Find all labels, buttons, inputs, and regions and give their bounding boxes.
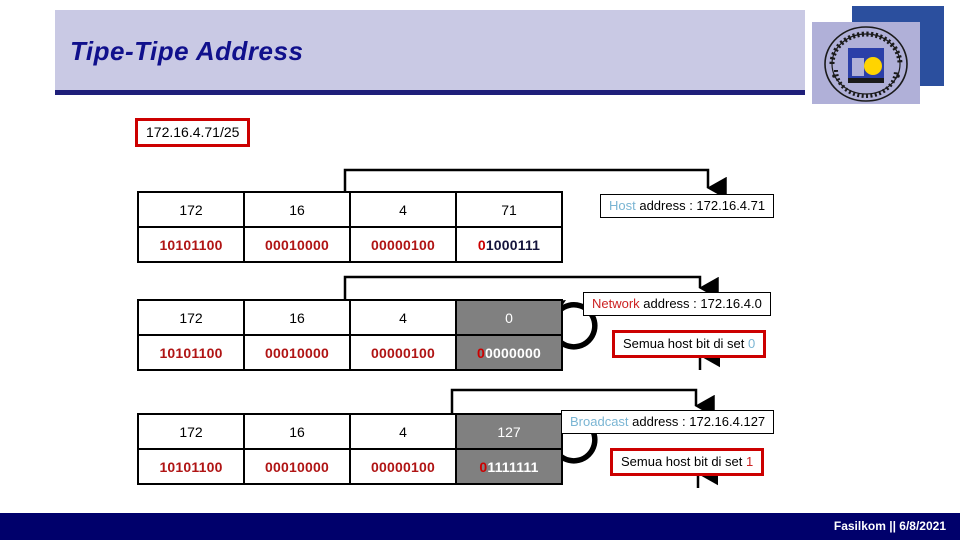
logo: [812, 6, 944, 104]
cell-decimal: 16: [243, 413, 351, 450]
footer-band: [0, 513, 960, 540]
cell-binary: 00000100: [349, 334, 457, 371]
cell-decimal: 172: [137, 413, 245, 450]
cell-decimal: 16: [243, 299, 351, 336]
host-bits: 1111111: [487, 458, 539, 475]
university-seal-icon: [824, 26, 908, 102]
callout-keyword: Network: [592, 296, 640, 311]
cell-binary: 00010000: [243, 226, 351, 263]
callout-keyword: Broadcast: [570, 414, 629, 429]
callout-text: address : 172.16.4.127: [628, 414, 766, 429]
cell-decimal-host-octet: 0: [455, 299, 563, 336]
callout-text: Semua host bit di set: [621, 454, 747, 469]
page-title: Tipe-Tipe Address: [70, 36, 304, 66]
callout-text: address : 172.16.4.0: [639, 296, 762, 311]
broadcast-address-table: 172 16 4 127 10101100 00010000 00000100 …: [137, 413, 563, 485]
table-row-decimal: 172 16 4 127: [137, 413, 563, 450]
cell-binary: 00000100: [349, 226, 457, 263]
cell-binary: 00010000: [243, 334, 351, 371]
cell-decimal: 4: [349, 299, 457, 336]
header-divider-rule: [55, 90, 805, 95]
cell-decimal-host-octet: 71: [455, 191, 563, 228]
callout-all-host-bits-zero: Semua host bit di set 0: [612, 330, 767, 358]
cell-decimal: 4: [349, 191, 457, 228]
table-row-decimal: 172 16 4 71: [137, 191, 563, 228]
table-row-decimal: 172 16 4 0: [137, 299, 563, 336]
table-row-binary: 10101100 00010000 00000100 00000000: [137, 334, 563, 371]
callout-broadcast-address: Broadcast address : 172.16.4.127: [561, 410, 775, 434]
network-address-table: 172 16 4 0 10101100 00010000 00000100 00…: [137, 299, 563, 371]
callout-text: Semua host bit di set: [623, 336, 749, 351]
cell-binary: 00000100: [349, 448, 457, 485]
cell-binary-host-octet: 01000111: [455, 226, 563, 263]
cell-binary-host-octet: 00000000: [455, 334, 563, 371]
cell-decimal-host-octet: 127: [455, 413, 563, 450]
callout-all-host-bits-one: Semua host bit di set 1: [610, 448, 765, 476]
subnet-bit: 0: [479, 458, 488, 475]
connector-host: [343, 168, 727, 200]
callout-text: address : 172.16.4.71: [635, 198, 766, 213]
cell-binary: 00010000: [243, 448, 351, 485]
subnet-bit: 0: [477, 236, 486, 253]
cell-decimal: 172: [137, 299, 245, 336]
header-band: [55, 10, 805, 90]
cell-binary: 10101100: [137, 334, 245, 371]
cell-binary-host-octet: 01111111: [455, 448, 563, 485]
callout-keyword: Host: [609, 198, 636, 213]
callout-value: 1: [746, 454, 754, 469]
ip-address-label: 172.16.4.71/25: [135, 118, 251, 147]
host-bits: 1000111: [485, 236, 541, 253]
cell-decimal: 172: [137, 191, 245, 228]
cell-binary: 10101100: [137, 226, 245, 263]
cell-decimal: 4: [349, 413, 457, 450]
table-row-binary: 10101100 00010000 00000100 01111111: [137, 448, 563, 485]
callout-network-address: Network address : 172.16.4.0: [583, 292, 771, 316]
footer-text: Fasilkom || 6/8/2021: [833, 519, 946, 533]
cell-decimal: 16: [243, 191, 351, 228]
subnet-bit: 0: [477, 344, 486, 361]
cell-binary: 10101100: [137, 448, 245, 485]
host-address-table: 172 16 4 71 10101100 00010000 00000100 0…: [137, 191, 563, 263]
host-bits: 0000000: [485, 344, 541, 361]
table-row-binary: 10101100 00010000 00000100 01000111: [137, 226, 563, 263]
callout-host-address: Host address : 172.16.4.71: [600, 194, 775, 218]
callout-value: 0: [748, 336, 756, 351]
